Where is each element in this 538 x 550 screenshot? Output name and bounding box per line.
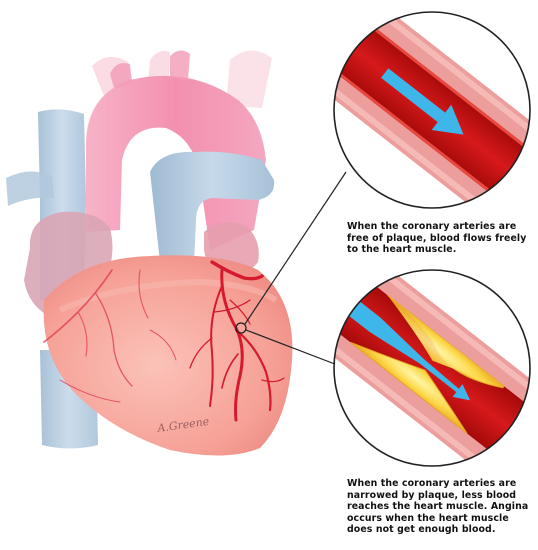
- aorta: [85, 75, 267, 251]
- caption-line: to the heart muscle.: [347, 244, 457, 256]
- caption-line: free of plaque, blood flows freely: [347, 232, 527, 244]
- cardiac-veins: [43, 269, 177, 403]
- plaque-deposit-bottom: [350, 341, 468, 434]
- pulmonary-artery: [150, 151, 275, 262]
- healthy-artery-cross-section: [294, 0, 538, 248]
- caption-line: reaches the heart muscle. Angina: [347, 501, 529, 513]
- blood-flow-arrow: [381, 68, 464, 135]
- caption-line: When the coronary arteries are: [347, 221, 517, 232]
- narrowed-artery-cross-section: [294, 231, 538, 506]
- caption-narrowed-artery: When the coronary arteries are narrowed …: [347, 478, 528, 536]
- caption-healthy-artery: When the coronary arteries are free of p…: [347, 221, 526, 256]
- coronary-arteries: [189, 260, 285, 422]
- artery-location-marker: [235, 322, 247, 334]
- ventricle-muscle: [43, 255, 293, 456]
- caption-line: does not get enough blood.: [347, 524, 496, 536]
- blood-flow-arrow-narrowed: [345, 298, 471, 401]
- caption-line: narrowed by plaque, less blood: [347, 489, 517, 501]
- pointer-lines: [244, 171, 347, 367]
- caption-line: occurs when the heart muscle: [347, 512, 509, 524]
- heart-illustration: A.Greene: [6, 50, 293, 456]
- caption-line: When the coronary arteries are: [347, 478, 517, 489]
